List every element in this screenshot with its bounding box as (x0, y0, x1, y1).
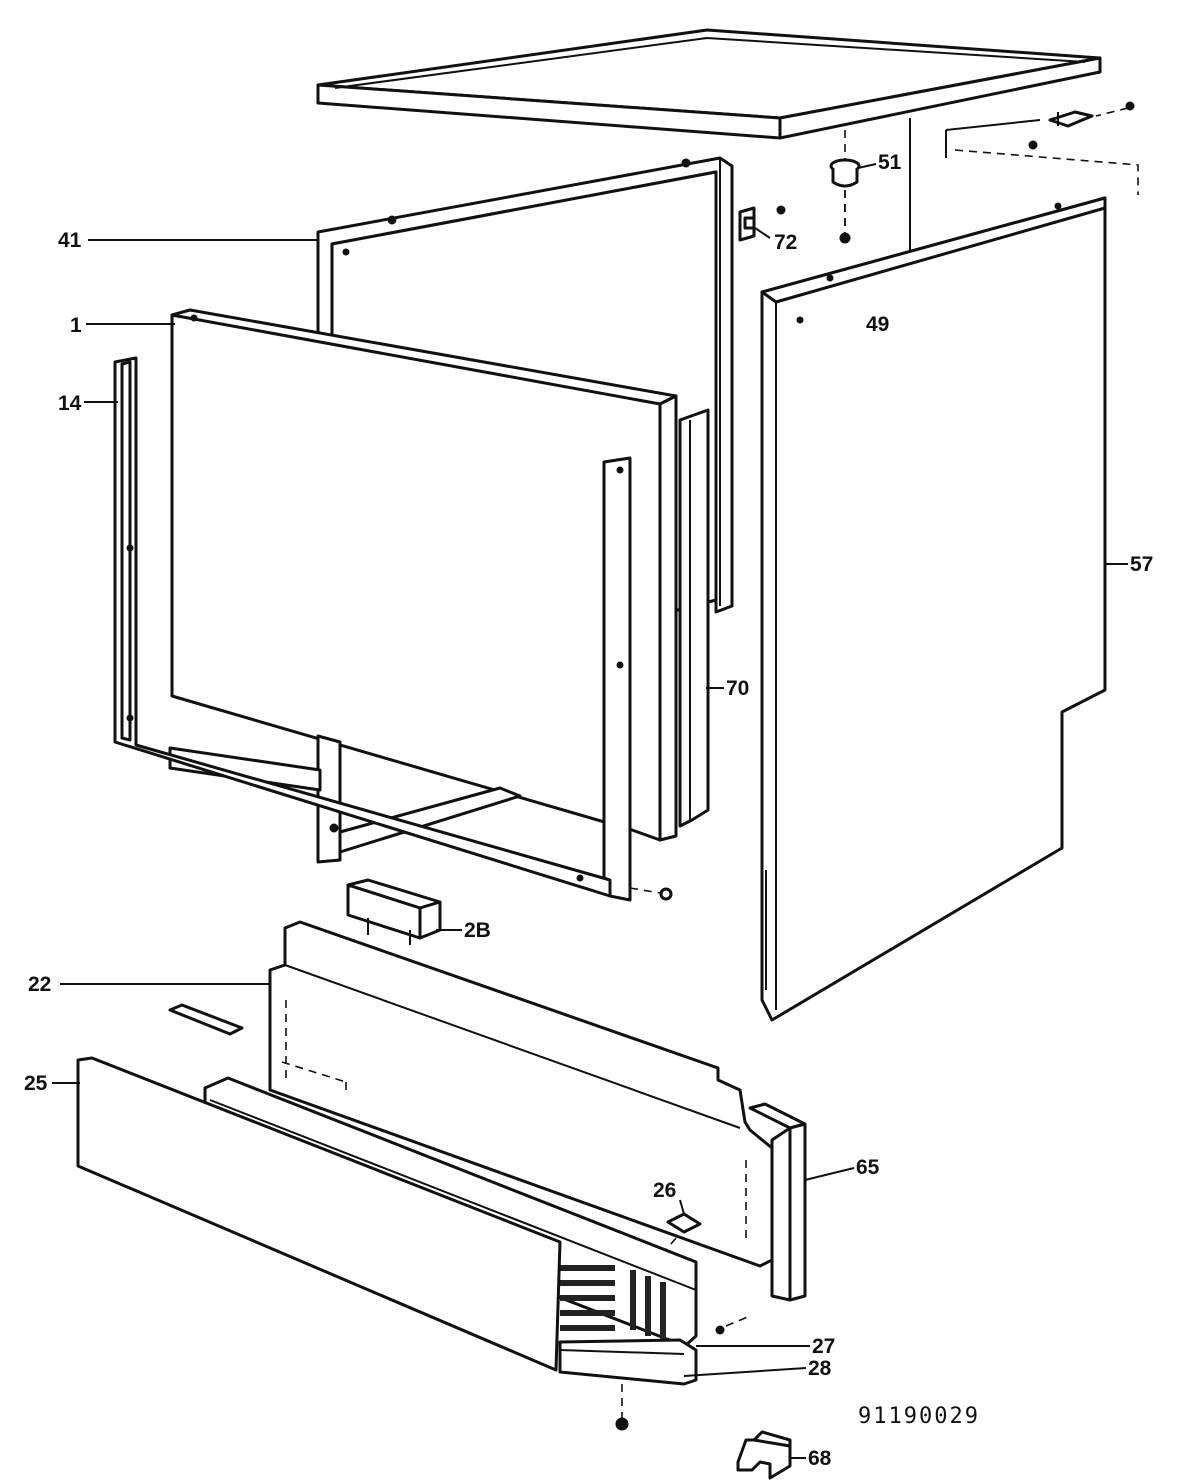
side-frame-14 (113, 356, 673, 902)
top-bracket (945, 101, 1139, 195)
drawing-number: 91190029 (858, 1404, 980, 1429)
callout-1: 1 (70, 314, 82, 337)
callout-41: 41 (58, 229, 82, 252)
side-panel-57 (760, 196, 1107, 1022)
cover-25 (76, 1056, 562, 1372)
callout-22: 22 (28, 973, 52, 996)
vent-slots (560, 1265, 666, 1342)
bottom-frame (168, 734, 522, 864)
callout-51: 51 (878, 151, 902, 174)
callout-26: 26 (653, 1179, 677, 1202)
clip-68 (736, 1430, 792, 1480)
foot-51 (829, 158, 861, 244)
clip-2B (346, 878, 442, 945)
plate-26 (665, 1212, 702, 1251)
callout-2B: 2B (464, 919, 491, 942)
endcap-28 (558, 1338, 698, 1431)
board-22 (268, 920, 774, 1268)
front-panel-1 (170, 308, 678, 842)
callout-27: 27 (812, 1335, 836, 1358)
callout-68: 68 (808, 1447, 832, 1470)
callout-25: 25 (24, 1072, 48, 1095)
callout-14: 14 (58, 392, 82, 415)
callout-65: 65 (856, 1156, 880, 1179)
channel-70 (678, 408, 710, 828)
block-65 (748, 1102, 807, 1302)
callout-72: 72 (774, 231, 798, 254)
worktop (316, 28, 1102, 140)
label-plate (168, 1003, 347, 1096)
callout-70: 70 (726, 677, 750, 700)
bracket-72 (738, 205, 786, 242)
callout-49: 49 (866, 313, 890, 336)
callout-57: 57 (1130, 553, 1154, 576)
leader-lines (52, 163, 1128, 1459)
callout-28: 28 (808, 1357, 832, 1380)
